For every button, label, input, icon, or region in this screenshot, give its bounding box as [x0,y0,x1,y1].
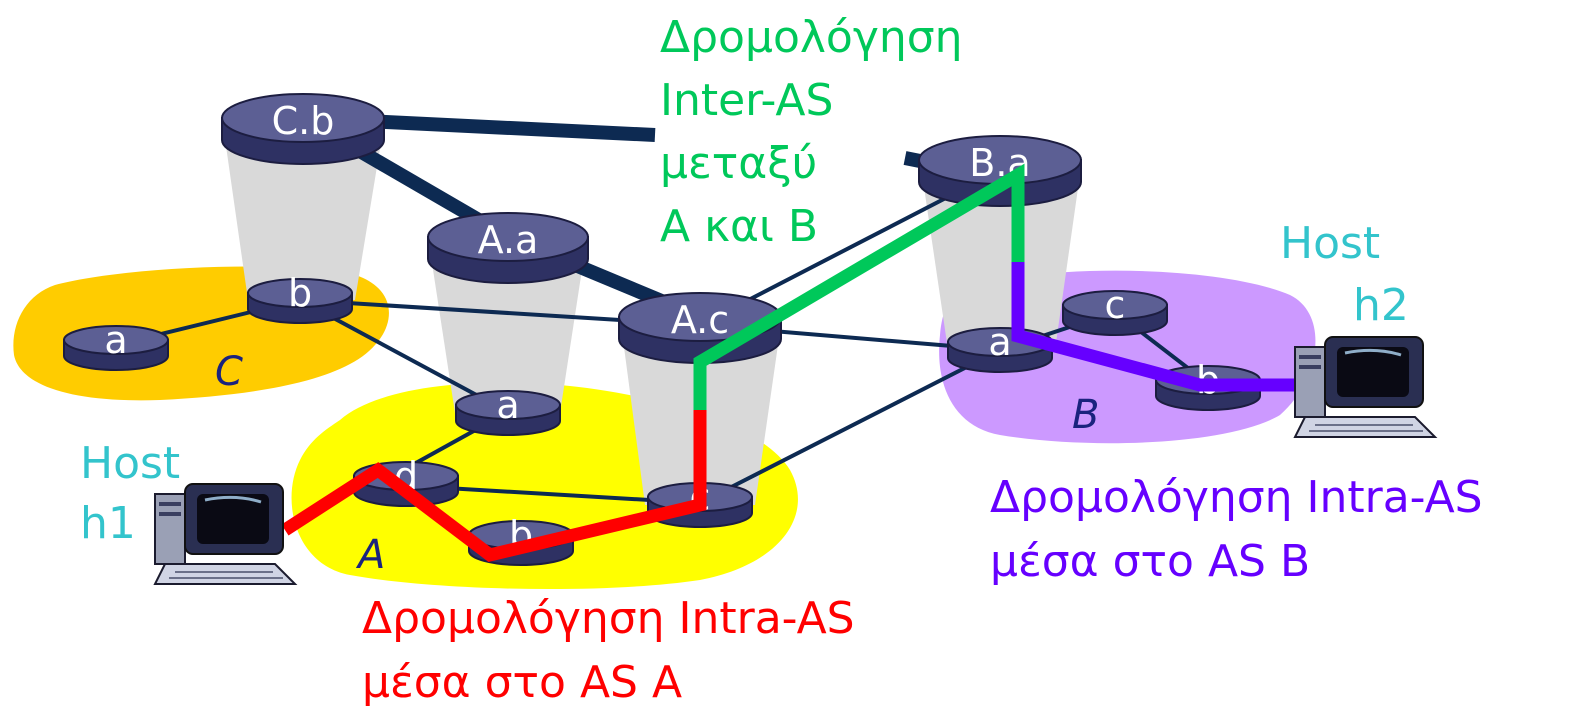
as-c-label: C [215,349,243,395]
as-a-label: A [355,532,385,578]
router-ac: A.c [618,292,782,364]
host-h1-label-line2: h1 [80,498,136,549]
router-a-a-label: a [496,383,519,427]
router-cb-label: C.b [272,99,335,143]
intra-as-b-caption: Δρομολόγηση Intra-AS μέσα στο AS B [990,472,1483,587]
inter-as-path [693,163,1025,410]
router-c-b: b [247,271,353,324]
router-b-c-label: c [1105,283,1126,327]
intra-as-a-caption-line1: Δρομολόγηση Intra-AS [362,593,855,644]
inter-as-caption-line2: Inter-AS [660,75,833,126]
inter-as-caption-line1: Δρομολόγηση [660,12,963,63]
router-b-a-label: a [988,320,1011,364]
as-b-label: B [1072,392,1099,438]
router-ac-label: A.c [671,298,729,342]
host-h1-computer-icon [153,483,298,585]
router-aa-label: A.a [478,218,539,262]
router-c-b-label: b [288,271,312,315]
intra-as-a-caption: Δρομολόγηση Intra-AS μέσα στο AS A [362,593,855,708]
intra-as-a-caption-line2: μέσα στο AS A [362,657,682,708]
router-aa: A.a [427,212,589,284]
host-h1-label-line1: Host [80,438,180,489]
intra-as-b-path [1011,262,1310,392]
router-b-c: c [1062,283,1168,336]
inter-as-caption-line3: μεταξύ [660,138,817,189]
inter-as-caption: Δρομολόγηση Inter-AS μεταξύ A και B [660,12,963,252]
router-ba: B.a [918,135,1082,207]
host-h2-computer-icon [1293,336,1438,438]
router-a-a: a [455,383,561,436]
intra-as-a-path [281,410,707,563]
inter-as-caption-line4: A και B [660,201,818,252]
router-c-a-label: a [104,318,127,362]
host-h2-label-line1: Host [1280,218,1380,269]
host-h2-label-line2: h2 [1353,280,1409,331]
intra-as-b-caption-line1: Δρομολόγηση Intra-AS [990,472,1483,523]
router-c-a: a [63,318,169,371]
intra-as-b-caption-line2: μέσα στο AS B [990,536,1310,587]
router-cb: C.b [221,93,385,165]
